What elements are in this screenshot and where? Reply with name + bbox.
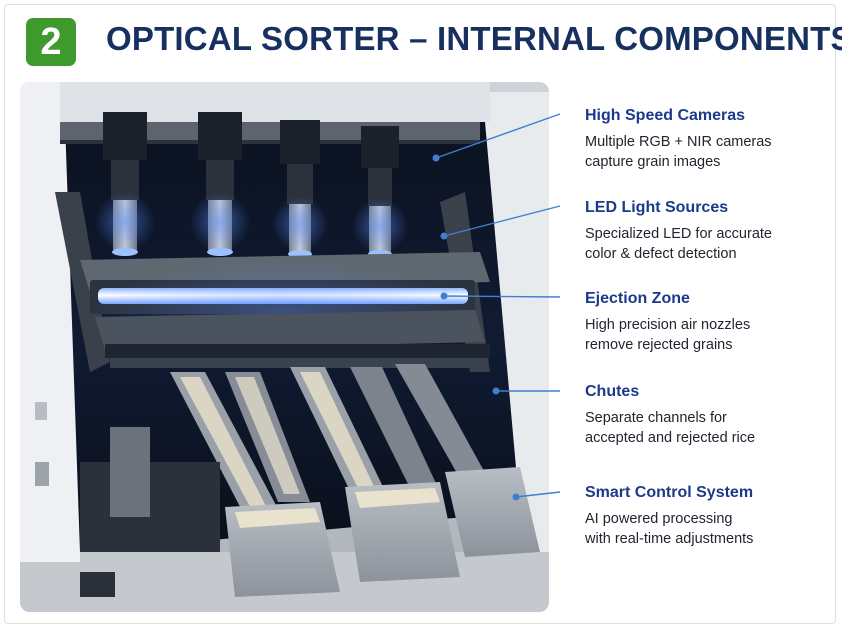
sorter-machine-drawing	[20, 82, 549, 612]
callout-desc-line: High precision air nozzles	[585, 317, 751, 333]
sorter-machine-illustration	[20, 82, 549, 612]
callout-heading: LED Light Sources	[585, 199, 729, 216]
collection-bins	[225, 467, 540, 597]
callout-description: Specialized LED for accurate color & def…	[585, 224, 830, 264]
callout-desc-line: remove rejected grains	[585, 337, 733, 353]
callout-desc-line: Separate channels for	[585, 410, 727, 426]
callout-led-light-sources: LED Light Sources Specialized LED for ac…	[585, 198, 830, 264]
callout-description: AI powered processing with real-time adj…	[585, 509, 830, 549]
callout-desc-line: accepted and rejected rice	[585, 430, 756, 446]
callout-heading: Chutes	[585, 383, 640, 400]
chute-group	[170, 364, 490, 522]
page-title: OPTICAL SORTER – INTERNAL COMPONENTS	[106, 20, 842, 57]
callout-heading: High Speed Cameras	[585, 107, 746, 124]
callout-desc-line: with real-time adjustments	[585, 531, 754, 547]
callout-desc-line: AI powered processing	[585, 511, 733, 527]
callout-description: Multiple RGB + NIR cameras capture grain…	[585, 132, 830, 172]
page-frame	[4, 4, 836, 624]
ejection-nozzle-row	[105, 344, 490, 368]
callout-desc-line: color & defect detection	[585, 246, 737, 262]
callout-smart-control-system: Smart Control System AI powered processi…	[585, 483, 830, 549]
callout-ejection-zone: Ejection Zone High precision air nozzles…	[585, 289, 830, 355]
callout-description: Separate channels for accepted and rejec…	[585, 408, 830, 448]
callout-high-speed-cameras: High Speed Cameras Multiple RGB + NIR ca…	[585, 106, 830, 172]
step-badge: 2	[26, 18, 76, 66]
callout-description: High precision air nozzles remove reject…	[585, 315, 830, 355]
step-number: 2	[40, 20, 62, 63]
callout-heading: Smart Control System	[585, 484, 754, 501]
callout-heading: Ejection Zone	[585, 290, 690, 307]
camera-group	[95, 112, 408, 258]
callout-chutes: Chutes Separate channels for accepted an…	[585, 382, 830, 448]
callout-desc-line: capture grain images	[585, 154, 721, 170]
callout-desc-line: Multiple RGB + NIR cameras	[585, 134, 772, 150]
callout-desc-line: Specialized LED for accurate	[585, 226, 772, 242]
